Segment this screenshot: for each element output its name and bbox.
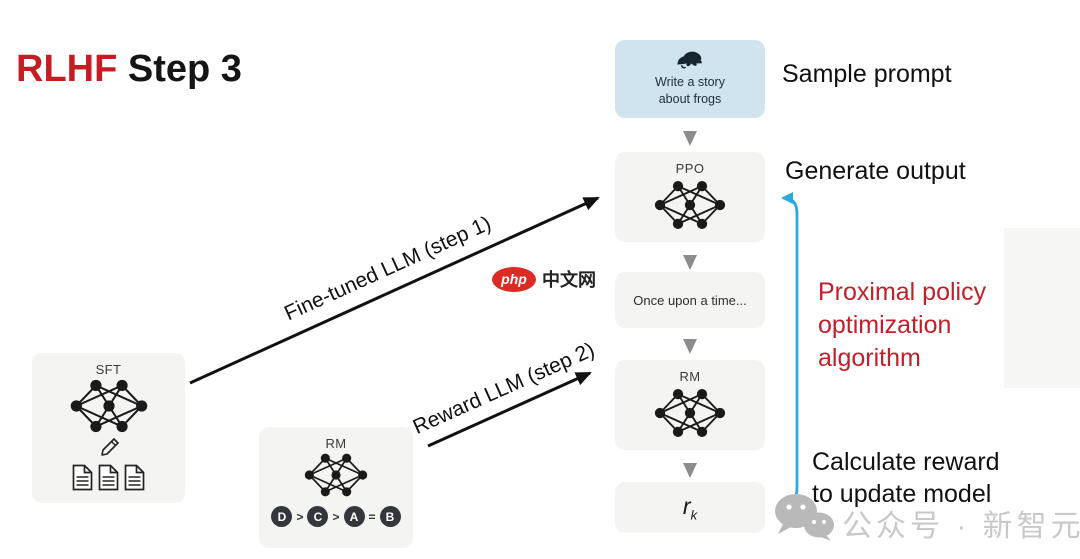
calculate-reward-line-1: Calculate reward <box>812 448 1000 476</box>
flow-arrowhead-icon <box>683 131 697 146</box>
prompt-line-2: about frogs <box>658 92 722 106</box>
sample-prompt-label: Sample prompt <box>782 60 952 88</box>
ranked-rm-label: RM <box>325 436 347 451</box>
rank-operator: > <box>332 509 340 524</box>
ppo-algorithm-line-3: algorithm <box>818 344 921 372</box>
prompt-text: Write a story about frogs <box>655 74 725 108</box>
faint-background-panel <box>1004 228 1080 388</box>
reward-model-box: RM <box>615 360 765 450</box>
ppo-algorithm-line-1: Proximal policy <box>818 278 987 306</box>
generated-output-box: Once upon a time... <box>615 272 765 328</box>
ppo-algorithm-line-2: optimization <box>818 311 952 339</box>
sft-box-label: SFT <box>95 362 122 377</box>
generated-output-text: Once upon a time... <box>633 292 747 308</box>
flow-arrowhead-icon <box>683 463 697 478</box>
training-docs-icons <box>72 464 145 491</box>
ranked-reward-model-box: RM D > C > A = B <box>259 427 413 548</box>
sft-box: SFT <box>32 353 185 503</box>
rank-item: D <box>271 506 293 527</box>
ppo-box: PPO <box>615 152 765 242</box>
pencil-icon <box>100 438 119 456</box>
title-highlight: RLHF <box>16 48 118 90</box>
page-title: RLHF Step 3 <box>16 48 242 91</box>
flow-arrowhead-icon <box>683 339 697 354</box>
document-icon <box>98 464 119 491</box>
document-icon <box>72 464 93 491</box>
ppo-box-label: PPO <box>675 161 705 176</box>
reward-llm-arrow-label: Reward LLM (step 2) <box>409 338 599 439</box>
neural-network-icon <box>654 181 726 229</box>
ppo-algorithm-label: Proximal policy optimization algorithm <box>818 276 986 375</box>
rank-item: B <box>379 506 401 527</box>
fine-tuned-llm-arrow-label: Fine-tuned LLM (step 1) <box>280 211 495 326</box>
wechat-account-watermark: 公众号 · 新智元 <box>842 510 1080 543</box>
reward-feedback-arrow <box>779 192 799 513</box>
rank-item: A <box>343 506 365 527</box>
php-logo-badge: php <box>492 266 536 292</box>
reward-value-text: rk <box>683 493 697 523</box>
rank-item: C <box>307 506 329 527</box>
document-icon <box>124 464 145 491</box>
neural-network-icon <box>304 453 368 497</box>
reward-model-box-label: RM <box>679 369 701 384</box>
reward-symbol: r <box>682 492 691 519</box>
calculate-reward-label: Calculate reward to update model <box>812 446 1000 510</box>
sample-prompt-box: Write a story about frogs <box>615 40 765 118</box>
frog-icon <box>677 51 702 69</box>
flow-arrowhead-icon <box>683 255 697 270</box>
prompt-line-1: Write a story <box>655 75 725 89</box>
reward-subscript: k <box>690 507 698 523</box>
rank-operator: > <box>296 509 304 524</box>
php-watermark: php 中文网 <box>492 266 596 292</box>
calculate-reward-line-2: to update model <box>812 480 992 508</box>
generate-output-label: Generate output <box>785 157 966 185</box>
rank-operator: = <box>368 509 376 524</box>
reward-value-box: rk <box>615 482 765 533</box>
neural-network-icon <box>654 389 726 437</box>
ranking-row: D > C > A = B <box>271 506 401 527</box>
title-rest: Step 3 <box>117 48 242 90</box>
php-site-name: 中文网 <box>542 270 596 290</box>
neural-network-icon <box>70 379 147 433</box>
wechat-icon <box>775 494 834 541</box>
